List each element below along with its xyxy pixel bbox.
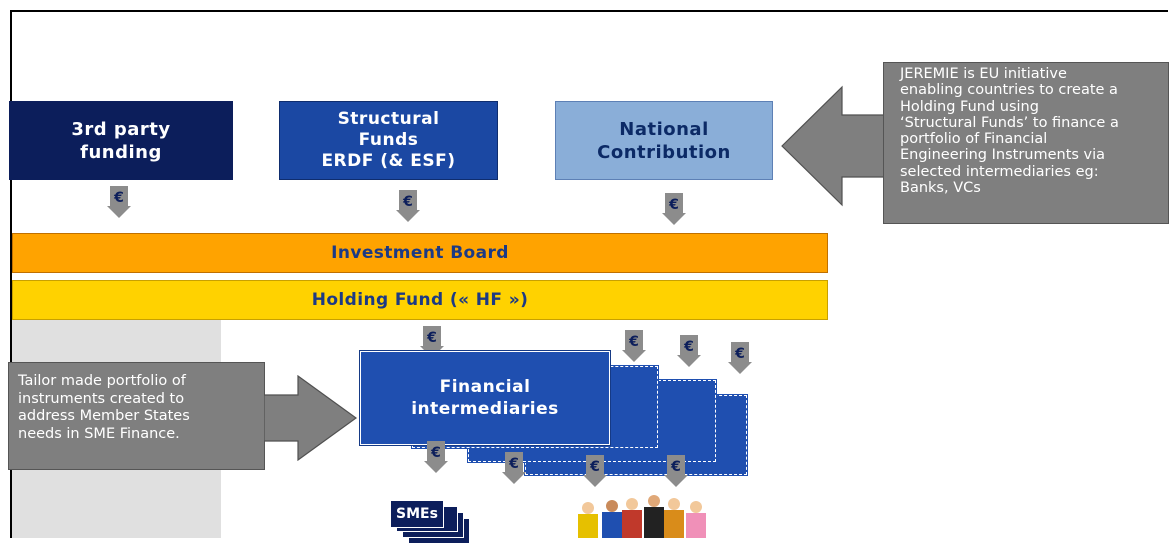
- euro-arrow-icon: €: [677, 335, 701, 367]
- third-party-line-2: funding: [80, 141, 162, 163]
- euro-arrow-icon: €: [107, 186, 131, 218]
- euro-arrow-icon: €: [420, 326, 444, 358]
- tailor-line-4: needs in SME Finance.: [18, 425, 180, 442]
- tailor-made-callout: Tailor made portfolio of instruments cre…: [8, 362, 265, 470]
- euro-glyph: €: [683, 339, 694, 355]
- investment-board-bar: Investment Board: [12, 233, 828, 273]
- structural-line-2: Funds: [358, 130, 419, 150]
- jeremie-line-5: portfolio of Financial: [900, 131, 1048, 148]
- euro-glyph: €: [589, 459, 600, 475]
- holding-fund-bar: Holding Fund (« HF »): [12, 280, 828, 320]
- financial-intermediaries-box: Financial intermediaries: [360, 351, 610, 445]
- euro-arrow-icon: €: [424, 441, 448, 473]
- euro-arrow-icon: €: [583, 455, 607, 487]
- smes-label: SMEs: [390, 500, 444, 528]
- tailor-line-2: instruments created to: [18, 390, 185, 407]
- national-line-2: Contribution: [597, 141, 731, 163]
- euro-glyph: €: [402, 194, 413, 210]
- callout-arrow-right-icon: [264, 375, 358, 461]
- jeremie-line-7: selected intermediaries eg:: [900, 163, 1099, 180]
- structural-line-1: Structural: [337, 109, 440, 129]
- jeremie-line-4: ‘Structural Funds’ to finance a: [900, 114, 1119, 131]
- smes-stack: SMEs: [390, 500, 470, 544]
- jeremie-line-3: Holding Fund using: [900, 98, 1039, 115]
- jeremie-line-2: enabling countries to create a: [900, 82, 1118, 99]
- people-group-icon: [578, 495, 706, 538]
- euro-glyph: €: [508, 456, 519, 472]
- national-line-1: National: [619, 118, 709, 140]
- euro-glyph: €: [430, 445, 441, 461]
- jeremie-line-1: JEREMIE is EU initiative: [900, 66, 1067, 82]
- national-contribution-box: National Contribution: [555, 101, 773, 180]
- tailor-line-1: Tailor made portfolio of: [18, 373, 186, 389]
- euro-arrow-icon: €: [664, 455, 688, 487]
- euro-glyph: €: [734, 346, 745, 362]
- callout-arrow-left-icon: [781, 85, 889, 207]
- euro-arrow-icon: €: [502, 452, 526, 484]
- intermediaries-line-1: Financial: [439, 377, 531, 397]
- euro-glyph: €: [113, 190, 124, 206]
- euro-glyph: €: [668, 197, 679, 213]
- slide-frame: [10, 10, 1168, 538]
- jeremie-line-6: Engineering Instruments via: [900, 147, 1106, 164]
- tailor-line-3: address Member States: [18, 408, 190, 424]
- intermediaries-line-2: intermediaries: [411, 399, 559, 419]
- euro-arrow-icon: €: [396, 190, 420, 222]
- structural-line-3: ERDF (& ESF): [321, 151, 456, 171]
- third-party-line-1: 3rd party: [71, 118, 171, 140]
- euro-glyph: €: [670, 459, 681, 475]
- jeremie-line-8: Banks, VCs: [900, 180, 981, 197]
- structural-funds-box: Structural Funds ERDF (& ESF): [279, 101, 498, 180]
- euro-arrow-icon: €: [728, 342, 752, 374]
- euro-arrow-icon: €: [662, 193, 686, 225]
- euro-glyph: €: [628, 334, 639, 350]
- third-party-funding-box: 3rd party funding: [9, 101, 233, 180]
- euro-arrow-icon: €: [622, 330, 646, 362]
- euro-glyph: €: [426, 330, 437, 346]
- jeremie-callout: JEREMIE is EU initiative enabling countr…: [883, 62, 1169, 224]
